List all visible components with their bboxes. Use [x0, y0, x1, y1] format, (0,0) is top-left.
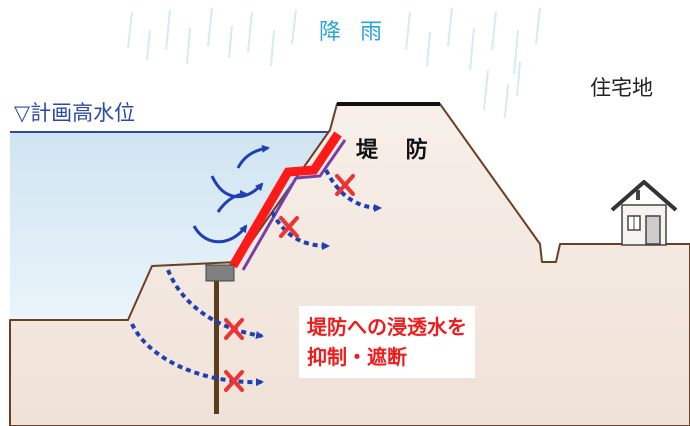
house-icon	[610, 180, 678, 246]
river-water	[10, 132, 330, 320]
note-line-1: 堤防への浸透水を	[307, 315, 467, 339]
note-line-2: 抑制・遮断	[307, 345, 407, 369]
rain-label: 降 雨	[319, 20, 388, 45]
cross-mark	[224, 318, 244, 340]
levee-and-ground	[9, 103, 690, 426]
impermeable-facing	[229, 131, 342, 269]
cross-mark	[224, 370, 244, 392]
cross-mark	[279, 216, 299, 238]
pile-cap	[205, 264, 235, 282]
sheet-pile	[214, 278, 219, 414]
facing-edge	[241, 139, 347, 271]
high-water-level-label: ▽計画高水位	[14, 101, 136, 125]
blocked-marks	[224, 174, 355, 392]
rain-streaks	[127, 7, 541, 119]
residential-area-label: 住宅地	[590, 76, 653, 100]
seepage-control-note: 堤防への浸透水を 抑制・遮断	[299, 306, 475, 378]
cross-mark	[335, 174, 355, 196]
seepage-arrows	[130, 169, 382, 387]
levee-label: 堤 防	[356, 138, 438, 163]
river-flow-arrows	[192, 144, 270, 244]
